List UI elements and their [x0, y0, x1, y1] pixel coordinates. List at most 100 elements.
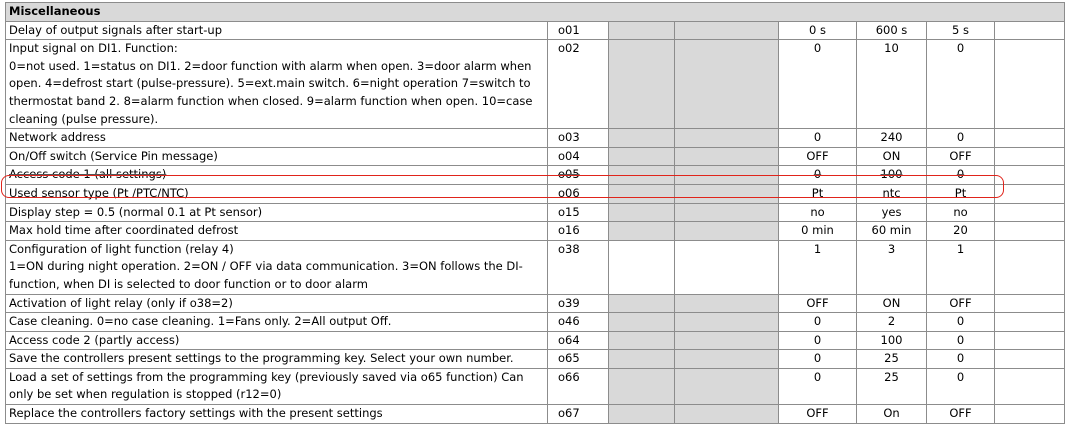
empty-cell [993, 367, 1066, 406]
default-value: Pt [926, 183, 995, 204]
max-value: ON [856, 293, 927, 314]
default-value: 20 [926, 221, 995, 241]
shaded-cell [608, 165, 675, 185]
shaded-cell [674, 367, 779, 406]
row-code: o65 [547, 349, 609, 369]
row-description: On/Off switch (Service Pin message) [5, 146, 548, 167]
min-value: no [778, 202, 857, 223]
row-description: Input signal on DI1. Function: 0=not use… [5, 39, 548, 130]
empty-cell [993, 183, 1066, 204]
table-row: Load a set of settings from the programm… [5, 367, 1066, 406]
shaded-cell [674, 128, 779, 148]
table-row: Case cleaning. 0=no case cleaning. 1=Fan… [5, 312, 1066, 332]
row-description: Network address [5, 128, 548, 148]
row-code: o38 [547, 239, 609, 295]
max-value: ON [856, 146, 927, 167]
min-value: 0 [778, 128, 857, 148]
row-code: o46 [547, 312, 609, 332]
max-value: On [856, 404, 927, 424]
min-value: 0 [778, 39, 857, 130]
empty-cell [993, 221, 1066, 241]
row-code: o16 [547, 221, 609, 241]
shaded-cell [674, 404, 779, 424]
min-value: 0 [778, 312, 857, 332]
shaded-cell [608, 293, 675, 314]
shaded-cell [608, 349, 675, 369]
empty-cell [993, 349, 1066, 369]
shaded-cell [608, 39, 675, 130]
row-description: Save the controllers present settings to… [5, 349, 548, 369]
empty-cell [993, 39, 1066, 130]
table-row: Access code 1 (all settings) o05 0 100 0 [5, 165, 1066, 185]
empty-cell [993, 165, 1066, 185]
row-description: Activation of light relay (only if o38=2… [5, 293, 548, 314]
row-description: Access code 2 (partly access) [5, 330, 548, 351]
row-code: o64 [547, 330, 609, 351]
row-code: o67 [547, 404, 609, 424]
shaded-cell [608, 202, 675, 223]
row-code: o15 [547, 202, 609, 223]
section-title: Miscellaneous [4, 2, 1066, 22]
shaded-cell [674, 349, 779, 369]
shaded-cell [674, 221, 779, 241]
shaded-cell [674, 312, 779, 332]
row-code: o05 [558, 167, 580, 182]
default-value: no [926, 202, 995, 223]
default-value: 0 [956, 167, 965, 182]
row-description: Max hold time after coordinated defrost [5, 221, 548, 241]
default-value: 5 s [926, 20, 995, 41]
default-value: OFF [926, 293, 995, 314]
min-value: OFF [778, 404, 857, 424]
empty-cell [674, 239, 779, 295]
max-value: 3 [856, 239, 927, 295]
min-value: Pt [778, 183, 857, 204]
min-value: 0 [778, 330, 857, 351]
min-value: OFF [778, 293, 857, 314]
table-row: Input signal on DI1. Function: 0=not use… [5, 39, 1066, 130]
empty-cell [993, 404, 1066, 424]
shaded-cell [674, 202, 779, 223]
default-value: OFF [926, 146, 995, 167]
min-value: 0 s [778, 20, 857, 41]
empty-cell [993, 146, 1066, 167]
row-description: Load a set of settings from the programm… [5, 367, 548, 406]
shaded-cell [608, 367, 675, 406]
empty-cell [993, 312, 1066, 332]
table-row: Replace the controllers factory settings… [5, 404, 1066, 424]
empty-cell [993, 293, 1066, 314]
row-code: o04 [547, 146, 609, 167]
default-value: 0 [926, 330, 995, 351]
default-value: 0 [926, 349, 995, 369]
min-value: 0 [778, 349, 857, 369]
max-value: 2 [856, 312, 927, 332]
default-value: 0 [926, 39, 995, 130]
empty-cell [993, 239, 1066, 295]
empty-cell [608, 239, 675, 295]
min-value: 0 min [778, 221, 857, 241]
max-value: yes [856, 202, 927, 223]
row-description: Used sensor type (Pt /PTC/NTC) [5, 183, 548, 204]
shaded-cell [608, 312, 675, 332]
row-description: Display step = 0.5 (normal 0.1 at Pt sen… [5, 202, 548, 223]
max-value: 25 [856, 349, 927, 369]
shaded-cell [608, 146, 675, 167]
default-value: 0 [926, 367, 995, 406]
parameter-table: Miscellaneous Delay of output signals af… [4, 2, 1066, 424]
row-description: Access code 1 (all settings) [9, 167, 167, 182]
min-value: 1 [778, 239, 857, 295]
row-code: o01 [547, 20, 609, 41]
default-value: 1 [926, 239, 995, 295]
row-code: o66 [547, 367, 609, 406]
table-row: Access code 2 (partly access) o64 0 100 … [5, 330, 1066, 351]
max-value: 10 [856, 39, 927, 130]
empty-cell [993, 202, 1066, 223]
shaded-cell [674, 39, 779, 130]
shaded-cell [674, 293, 779, 314]
max-value: ntc [856, 183, 927, 204]
shaded-cell [674, 146, 779, 167]
table-row-highlighted: Used sensor type (Pt /PTC/NTC) o06 Pt nt… [5, 183, 1066, 204]
empty-cell [993, 330, 1066, 351]
max-value: 100 [880, 167, 903, 182]
max-value: 100 [856, 330, 927, 351]
shaded-cell [608, 221, 675, 241]
